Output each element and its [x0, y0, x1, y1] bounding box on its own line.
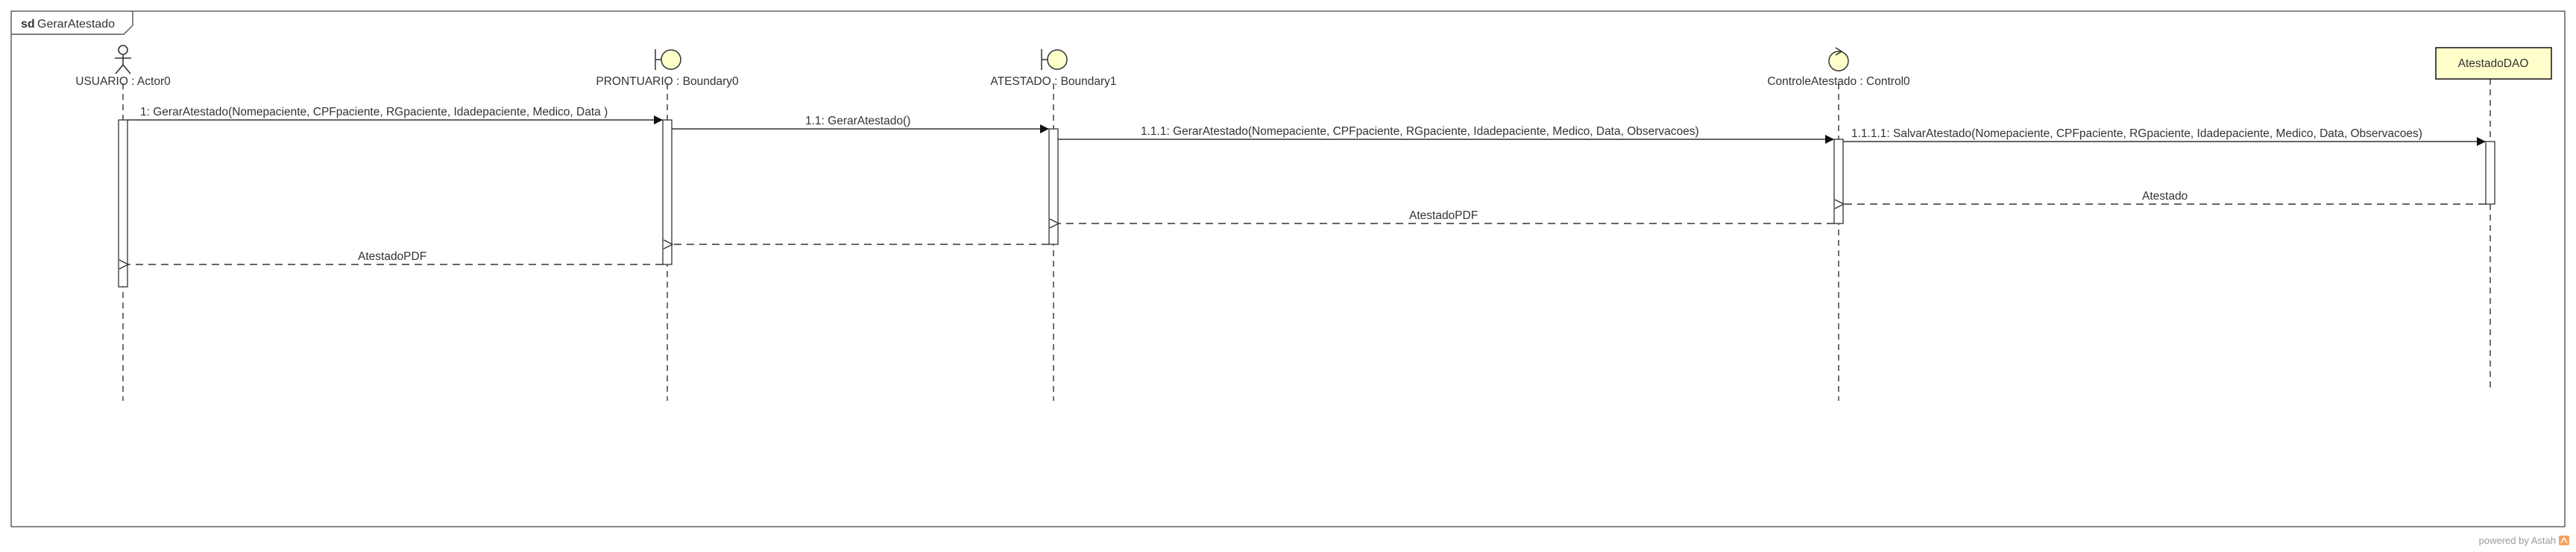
participant-label: ATESTADO : Boundary1 [990, 75, 1116, 88]
activation-controle [1833, 139, 1844, 224]
participant-label: PRONTUARIO : Boundary0 [596, 75, 739, 88]
message-1: 1: GerarAtestado(Nomepaciente, CPFpacien… [127, 106, 663, 124]
participant-label: ControleAtestado : Control0 [1767, 75, 1910, 88]
activation-dao [2485, 141, 2495, 205]
participant-controle: ControleAtestado : Control0 [1767, 47, 1910, 88]
message-1-1: 1.1: GerarAtestado() [672, 115, 1049, 133]
message-1-1-1: 1.1.1: GerarAtestado(Nomepaciente, CPFpa… [1058, 125, 1834, 144]
message-label: 1: GerarAtestado(Nomepaciente, CPFpacien… [140, 106, 608, 118]
message-label: 1.1: GerarAtestado() [805, 115, 910, 127]
message-label: Atestado [2142, 190, 2188, 203]
return-atestado: Atestado [1844, 190, 2486, 204]
participant-usuario: USUARIO : Actor0 [75, 45, 171, 88]
message-label: 1.1.1: GerarAtestado(Nomepaciente, CPFpa… [1141, 125, 1699, 138]
activation-atestado [1048, 128, 1059, 245]
astah-logo-icon [2559, 536, 2569, 545]
activation-prontuario [662, 119, 673, 265]
frame-keyword: sd [21, 18, 35, 31]
message-label: 1.1.1.1: SalvarAtestado(Nomepaciente, CP… [1851, 127, 2422, 140]
boundary-icon [1041, 49, 1068, 70]
participant-atestado: ATESTADO : Boundary1 [990, 49, 1117, 88]
return-atestadopdf-controle: AtestadoPDF [1059, 209, 1834, 223]
actor-icon [115, 45, 131, 74]
participant-prontuario: PRONTUARIO : Boundary0 [596, 49, 739, 88]
message-label: AtestadoPDF [1409, 209, 1478, 222]
boundary-icon [655, 49, 681, 70]
return-atestadopdf-usuario: AtestadoPDF [128, 250, 663, 264]
message-label: AtestadoPDF [358, 250, 426, 263]
activation-usuario [118, 119, 128, 288]
participant-dao: AtestadoDAO [2435, 47, 2552, 80]
activation-bars [118, 119, 2495, 288]
participant-label: USUARIO : Actor0 [75, 75, 171, 88]
class-box [2435, 47, 2552, 80]
astah-watermark: powered by Astah [2479, 535, 2569, 546]
message-1-1-1-1: 1.1.1.1: SalvarAtestado(Nomepaciente, CP… [1843, 127, 2486, 146]
participant-label: AtestadoDAO [2458, 57, 2529, 70]
control-icon [1828, 47, 1849, 72]
diagram-frame: sd GerarAtestado [10, 10, 2566, 527]
footer-text: powered by Astah [2479, 535, 2556, 546]
frame-title: GerarAtestado [37, 18, 115, 31]
